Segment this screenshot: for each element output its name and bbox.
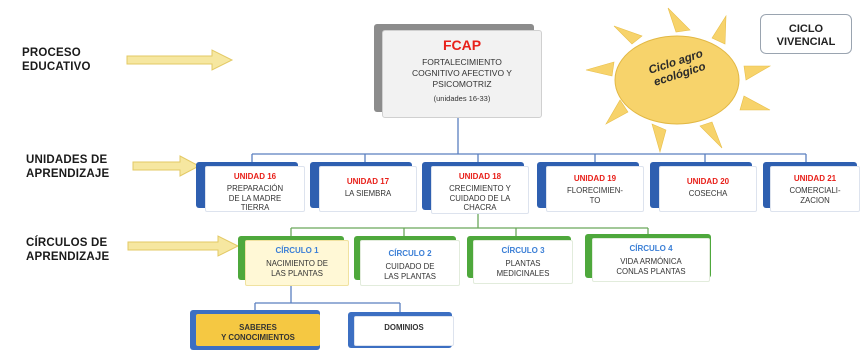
ciclo-label-line: CICLO <box>788 23 824 35</box>
dominios-box: DOMINIOS <box>354 316 454 346</box>
arrow-proceso <box>126 49 234 71</box>
unit-18-box: UNIDAD 18 CRECIMIENTO Y CUIDADO DE LA CH… <box>431 166 529 214</box>
unit-19-box: UNIDAD 19 FLORECIMIEN- TO <box>546 166 644 212</box>
circle-desc: CUIDADO DE LAS PLANTAS <box>361 262 459 281</box>
row-label-line: UNIDADES DE <box>26 154 108 166</box>
unit-desc: CRECIMIENTO Y CUIDADO DE LA CHACRA <box>432 184 528 213</box>
circle-2-box: CÍRCULO 2 CUIDADO DE LAS PLANTAS <box>360 240 460 286</box>
circle-desc-line: LAS PLANTAS <box>384 271 436 281</box>
ciclo-vivencial-box: CICLO VIVENCIAL <box>760 14 852 54</box>
circle-desc-line: CONLAS PLANTAS <box>616 266 686 276</box>
saberes-box: SABERES Y CONOCIMIENTOS <box>196 314 320 346</box>
unit-20-box: UNIDAD 20 COSECHA <box>659 166 757 212</box>
unit-desc-line: CUIDADO DE LA <box>449 193 511 203</box>
unit-desc-line: TIERRA <box>240 203 270 212</box>
circle-desc-line: VIDA ARMÓNICA <box>620 257 682 266</box>
unit-desc-line: LA SIEMBRA <box>344 189 392 198</box>
unit-desc-line: DE LA MADRE <box>228 193 282 203</box>
row-label-line: PROCESO <box>22 47 81 59</box>
fcap-units-range: (unidades 16-33) <box>433 94 491 103</box>
unit-title: UNIDAD 18 <box>458 172 502 181</box>
unit-desc-line: PREPARACIÓN <box>226 184 284 193</box>
saberes-label-line: SABERES <box>239 323 277 332</box>
unit-title: UNIDAD 17 <box>346 177 390 186</box>
row-label-line: APRENDIZAJE <box>26 168 110 180</box>
circle-desc: NACIMIENTO DE LAS PLANTAS <box>246 259 348 278</box>
circle-title: CÍRCULO 4 <box>629 244 673 253</box>
arrow-circulos <box>127 235 240 257</box>
unit-desc: COSECHA <box>660 189 756 199</box>
arrow-unidades <box>132 155 201 177</box>
unit-desc-line: ZACION <box>800 195 830 205</box>
circle-3-box: CÍRCULO 3 PLANTAS MEDICINALES <box>473 240 573 284</box>
unit-title: UNIDAD 20 <box>686 177 730 186</box>
circle-desc-line: NACIMIENTO DE <box>266 259 328 268</box>
fcap-subtitle-line: FORTALECIMIENTO <box>422 57 502 67</box>
unit-title: UNIDAD 19 <box>573 174 617 183</box>
circle-desc: PLANTAS MEDICINALES <box>474 259 572 278</box>
unit-desc-line: CRECIMIENTO Y <box>449 184 511 193</box>
row-label-line: EDUCATIVO <box>22 61 91 73</box>
circle-title: CÍRCULO 3 <box>501 246 545 255</box>
circle-desc-line: LAS PLANTAS <box>271 268 323 278</box>
fcap-subtitle-line: COGNITIVO AFECTIVO Y <box>412 68 512 78</box>
row-label-line: APRENDIZAJE <box>26 251 110 263</box>
unit-17-box: UNIDAD 17 LA SIEMBRA <box>319 166 417 212</box>
fcap-title: FCAP <box>442 37 482 53</box>
fcap-subtitle-line: PSICOMOTRIZ <box>432 79 492 89</box>
circle-desc-line: PLANTAS <box>505 259 541 268</box>
sun-disc <box>614 35 740 125</box>
row-label-circulos: CÍRCULOS DE APRENDIZAJE <box>26 236 109 264</box>
unit-desc: FLORECIMIEN- TO <box>547 186 643 205</box>
unit-desc-line: CHACRA <box>463 203 497 212</box>
unit-desc-line: TO <box>589 195 601 205</box>
sun-rays <box>585 7 772 154</box>
circle-desc-line: MEDICINALES <box>496 268 550 278</box>
unit-desc: LA SIEMBRA <box>320 189 416 199</box>
circle-4-box: CÍRCULO 4 VIDA ARMÓNICA CONLAS PLANTAS <box>592 238 710 282</box>
unit-desc: COMERCIALI- ZACION <box>771 186 859 205</box>
circle-desc: VIDA ARMÓNICA CONLAS PLANTAS <box>593 257 709 276</box>
row-label-proceso: PROCESO EDUCATIVO <box>22 46 91 74</box>
ciclo-label-line: VIVENCIAL <box>776 36 836 48</box>
circle-1-box: CÍRCULO 1 NACIMIENTO DE LAS PLANTAS <box>245 240 349 286</box>
unit-desc-line: COSECHA <box>688 189 728 198</box>
fcap-box: FCAP FORTALECIMIENTO COGNITIVO AFECTIVO … <box>382 30 542 118</box>
circle-title: CÍRCULO 2 <box>388 249 432 258</box>
row-label-line: CÍRCULOS DE <box>26 237 108 249</box>
unit-desc-line: COMERCIALI- <box>789 186 841 195</box>
fcap-subtitle: FORTALECIMIENTO COGNITIVO AFECTIVO Y PSI… <box>383 57 541 90</box>
unit-desc: PREPARACIÓN DE LA MADRE TIERRA <box>206 184 304 213</box>
circle-title: CÍRCULO 1 <box>275 246 319 255</box>
unit-16-box: UNIDAD 16 PREPARACIÓN DE LA MADRE TIERRA <box>205 166 305 212</box>
circle-desc-line: CUIDADO DE <box>385 262 435 271</box>
unit-21-box: UNIDAD 21 COMERCIALI- ZACION <box>770 166 860 212</box>
row-label-unidades: UNIDADES DE APRENDIZAJE <box>26 153 109 181</box>
unit-title: UNIDAD 16 <box>233 172 277 181</box>
saberes-label-line: Y CONOCIMIENTOS <box>221 333 295 342</box>
unit-desc-line: FLORECIMIEN- <box>567 186 623 195</box>
unit-title: UNIDAD 21 <box>793 174 837 183</box>
dominios-label-line: DOMINIOS <box>384 323 424 332</box>
